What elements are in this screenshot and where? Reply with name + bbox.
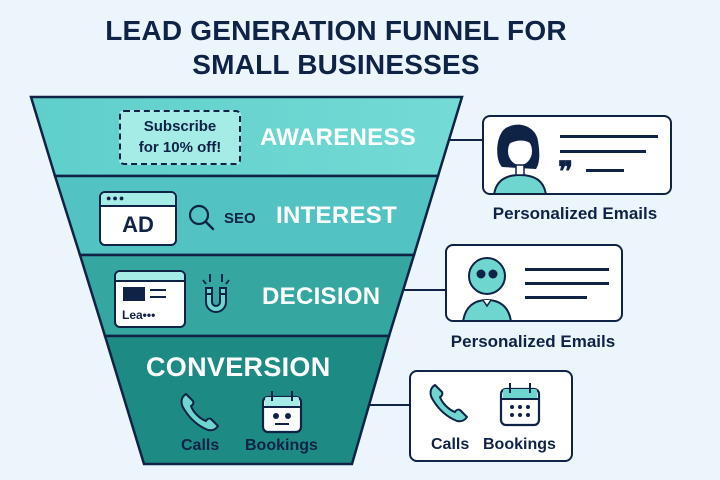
ad-browser-icon: ●●● AD [99, 191, 177, 246]
lead-form-icon: Lea••• [114, 270, 186, 328]
stage-awareness-label: AWARENESS [260, 124, 417, 151]
text-line [525, 282, 609, 285]
stage-interest-label: INTEREST [276, 202, 398, 229]
coupon-line-2: for 10% off! [138, 139, 222, 156]
lead-form-label: Lea••• [122, 308, 156, 322]
user-avatar-icon [462, 257, 512, 320]
quote-icon: ❞ [558, 156, 574, 187]
page-title: LEAD GENERATION FUNNEL FOR SMALL BUSINES… [0, 14, 672, 82]
title-line-2: SMALL BUSINESSES [192, 49, 480, 80]
form-image-block [123, 287, 145, 301]
woman-avatar-icon [493, 124, 547, 193]
title-line-1: LEAD GENERATION FUNNEL FOR [105, 15, 567, 46]
text-line [560, 150, 646, 153]
email-card-awareness: ❞ [482, 115, 672, 195]
calendar-icon [261, 391, 303, 434]
search-icon [188, 204, 215, 231]
form-line [150, 296, 166, 298]
text-line [560, 135, 658, 138]
conversion-bookings-label: Bookings [245, 437, 318, 454]
phone-icon [180, 393, 219, 432]
magnet-icon [202, 274, 230, 313]
stage-decision-label: DECISION [262, 283, 381, 310]
ad-label: AD [122, 212, 154, 237]
form-header-bar [116, 272, 184, 282]
coupon-line-1: Subscribe [143, 118, 217, 135]
stage-conversion-label: CONVERSION [146, 352, 331, 382]
email-caption-2: Personalized Emails [450, 332, 616, 351]
phone-icon [429, 384, 468, 423]
text-line [586, 169, 624, 172]
calendar-icon [499, 383, 541, 427]
text-line [525, 296, 587, 299]
card-calls-label: Calls [431, 436, 470, 453]
seo-label: SEO [224, 210, 256, 227]
conversion-calls-label: Calls [181, 437, 220, 454]
text-line [525, 268, 609, 271]
form-line [150, 289, 166, 291]
email-caption-1: Personalized Emails [492, 204, 658, 223]
card-bookings-label: Bookings [483, 436, 556, 453]
subscribe-coupon-badge: Subscribe for 10% off! [119, 110, 241, 165]
conversion-layer [103, 334, 391, 466]
conversion-card: Calls Bookings [409, 370, 573, 462]
browser-dots: ●●● [101, 193, 175, 207]
email-card-decision [445, 244, 623, 322]
